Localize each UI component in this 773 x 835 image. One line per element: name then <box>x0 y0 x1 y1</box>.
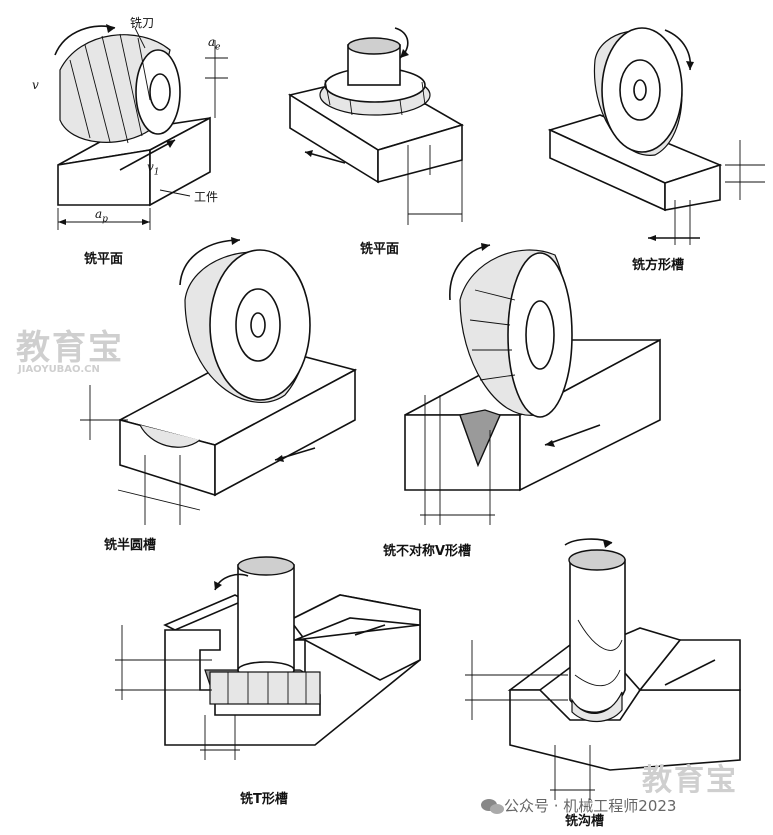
label-ae-main: a <box>208 35 216 49</box>
label-ap: ap <box>95 207 108 224</box>
panel-mill-square-groove <box>547 27 765 245</box>
wechat-icon <box>481 799 504 814</box>
caption-mill-square-groove: 铣方形槽 <box>632 258 685 273</box>
label-workpiece: 工件 <box>194 190 219 204</box>
panel-mill-t-groove <box>115 556 421 760</box>
panel-mill-half-round-groove <box>80 237 358 525</box>
convex-cutter <box>184 249 311 403</box>
label-cutter: 铣刀 <box>130 16 155 30</box>
panel-mill-asym-v-groove <box>404 243 661 525</box>
label-ap-sub: p <box>102 214 108 225</box>
disc-cutter <box>593 27 683 156</box>
panel-mill-ditch <box>465 538 741 800</box>
label-v1: v1 <box>147 160 160 177</box>
helical-cutter <box>59 33 181 144</box>
watermark-en: JIAOYUBAO.CN <box>18 364 100 375</box>
panel-mill-flat-2 <box>287 27 465 225</box>
label-ae-sub: e <box>215 42 221 53</box>
panel-mill-flat-1 <box>54 24 228 230</box>
label-ap-main: a <box>95 207 103 221</box>
label-v1-sub: 1 <box>153 167 160 178</box>
watermark-cn: 教育宝 <box>16 328 124 368</box>
caption-mill-flat-1: 铣平面 <box>84 252 124 267</box>
face-mill-cutter <box>319 37 431 116</box>
caption-mill-asym-v-groove: 铣不对称V形槽 <box>383 544 472 559</box>
end-mill-cutter <box>568 549 626 723</box>
t-slot-cutter <box>209 556 321 705</box>
label-v: v <box>32 78 39 92</box>
label-v1-main: v <box>147 160 154 174</box>
caption-mill-t-groove: 铣T形槽 <box>240 792 288 807</box>
caption-mill-ditch: 铣沟槽 <box>565 814 605 829</box>
label-ae: ae <box>208 35 220 52</box>
footer-text: 公众号 · 机械工程师2023 <box>504 797 677 815</box>
caption-mill-flat-2: 铣平面 <box>360 242 400 257</box>
angle-cutter <box>459 249 573 418</box>
caption-mill-half-round-groove: 铣半圆槽 <box>104 538 157 553</box>
watermark-cn-bottom: 教育宝 <box>642 763 738 798</box>
